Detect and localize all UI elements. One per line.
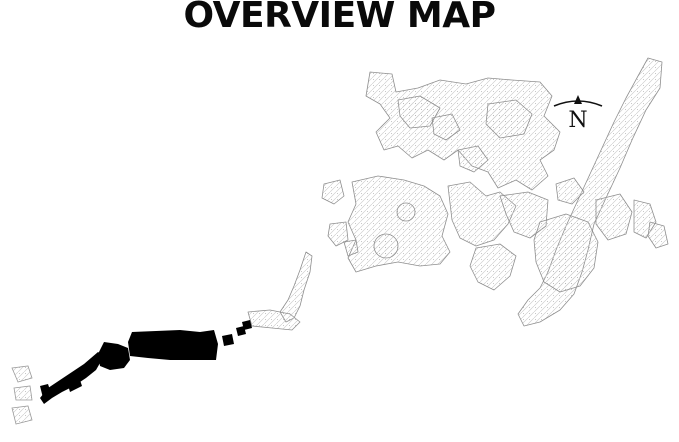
explored-region: [40, 320, 252, 404]
compass-north-label: N: [568, 108, 588, 133]
unexplored-region: [247, 57, 669, 331]
compass: N: [550, 92, 606, 140]
unexplored-fragments: [11, 365, 33, 425]
map-title: OVERVIEW MAP: [183, 0, 496, 36]
north-arrow-icon: [553, 95, 603, 107]
